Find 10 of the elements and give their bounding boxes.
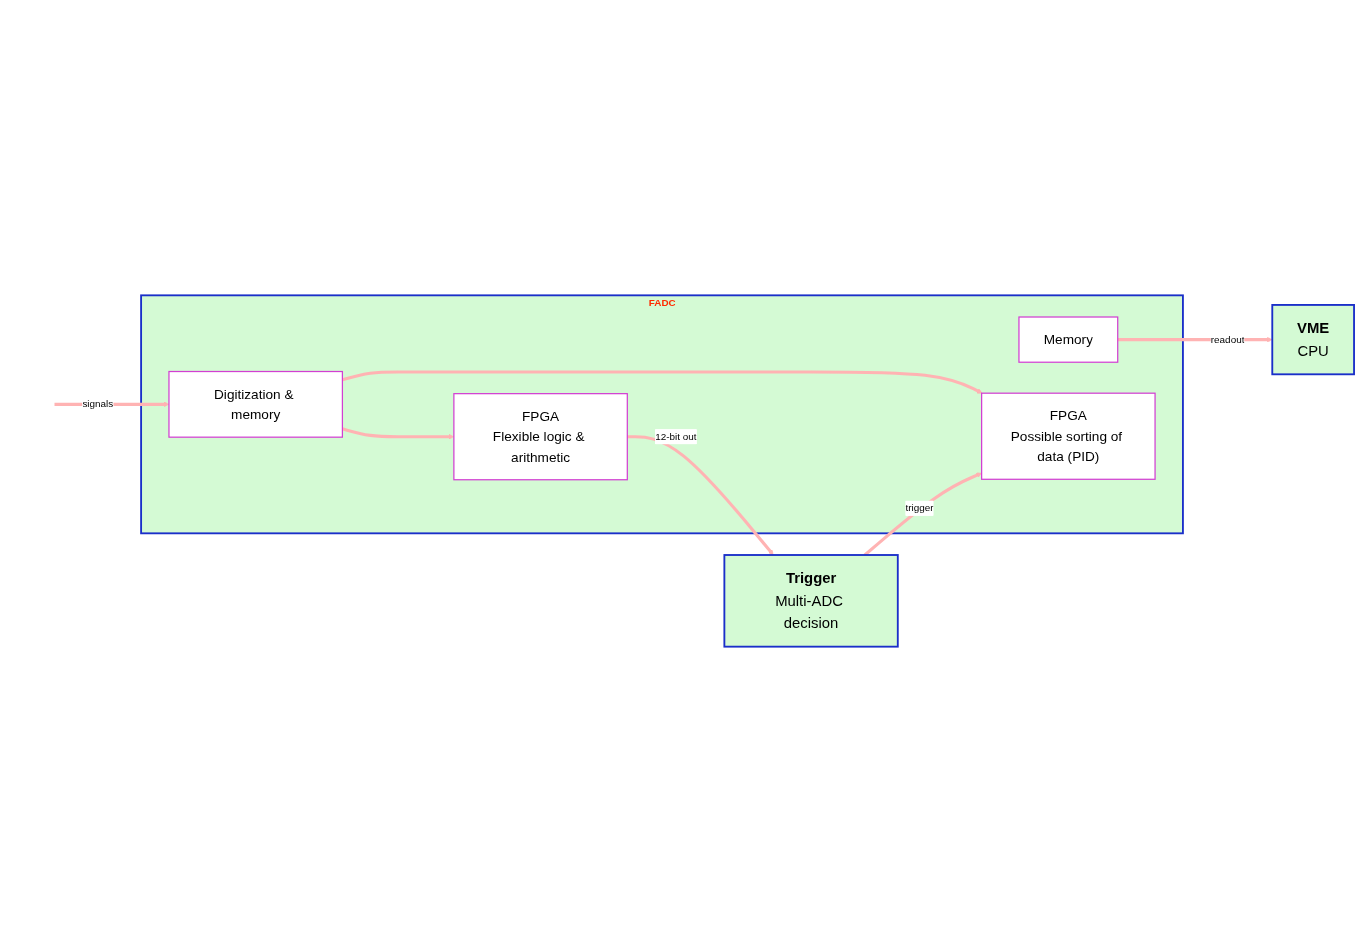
- process-box: VME CPU: [1271, 304, 1355, 376]
- edge-label: 12-bit out: [655, 429, 697, 445]
- arrow: [627, 435, 774, 556]
- process-box: FPGA Possible sorting of data (PID): [981, 392, 1156, 480]
- process-box: FPGA Flexible logic & arithmetic: [453, 393, 628, 481]
- process-box: Trigger Multi-ADC decision: [723, 554, 899, 648]
- edge-label: trigger: [905, 500, 934, 516]
- group-title: FADC: [648, 297, 676, 308]
- process-box: Memory: [1018, 316, 1119, 363]
- process-box: Digitization & memory: [168, 370, 343, 438]
